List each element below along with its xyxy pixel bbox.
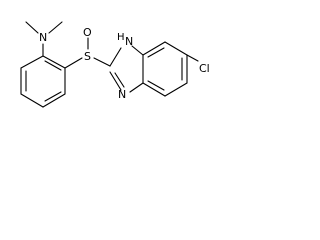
atom-chlorine: Cl (199, 62, 210, 75)
benzo-bond-2 (164, 41, 188, 56)
phenyl-bond-4 (20, 93, 44, 108)
imidazole-bond-c2-nh (109, 47, 122, 67)
benzo-ring: Cl (142, 41, 210, 97)
atom-nitrogen-dimethyl: N (39, 31, 47, 44)
imidazole-bond-nh-c7a (131, 45, 144, 56)
bond-sulfur-c2 (93, 57, 111, 67)
atom-sulfur: S (84, 50, 91, 63)
imidazole-ring: H N N (109, 32, 144, 101)
dimethylamino-group: N (25, 21, 63, 57)
chemical-structure: N S O H N N (0, 0, 228, 134)
bond-methyl-1 (25, 21, 39, 34)
phenyl-bond-1 (42, 55, 66, 69)
benzo-double-1 (147, 47, 165, 58)
phenyl-ring (20, 55, 66, 108)
benzo-bond-4 (164, 82, 188, 97)
imidazole-double-c2-n (114, 72, 125, 88)
phenyl-bond-6 (20, 55, 44, 69)
phenyl-double-1 (44, 60, 62, 71)
benzo-bond-1 (142, 41, 166, 56)
atom-imidazole-n: N (118, 88, 126, 101)
bond-methyl-2 (48, 21, 63, 34)
phenyl-bond-3 (42, 93, 66, 108)
bond-chlorine (186, 54, 199, 62)
sulfoxide-group: S O (64, 26, 111, 69)
imidazole-bond-n-c2 (109, 71, 122, 91)
structure-drawing: N S O H N N (20, 21, 210, 108)
benzo-double-3 (147, 80, 165, 91)
benzo-bond-5 (142, 82, 166, 97)
atom-oxygen: O (83, 26, 92, 39)
atom-imidazole-nh: N (125, 35, 133, 48)
atom-imidazole-h: H (117, 32, 125, 43)
phenyl-double-2 (44, 91, 62, 102)
imidazole-bond-c3a-n (129, 82, 144, 93)
bond-ring-sulfur (64, 57, 83, 69)
